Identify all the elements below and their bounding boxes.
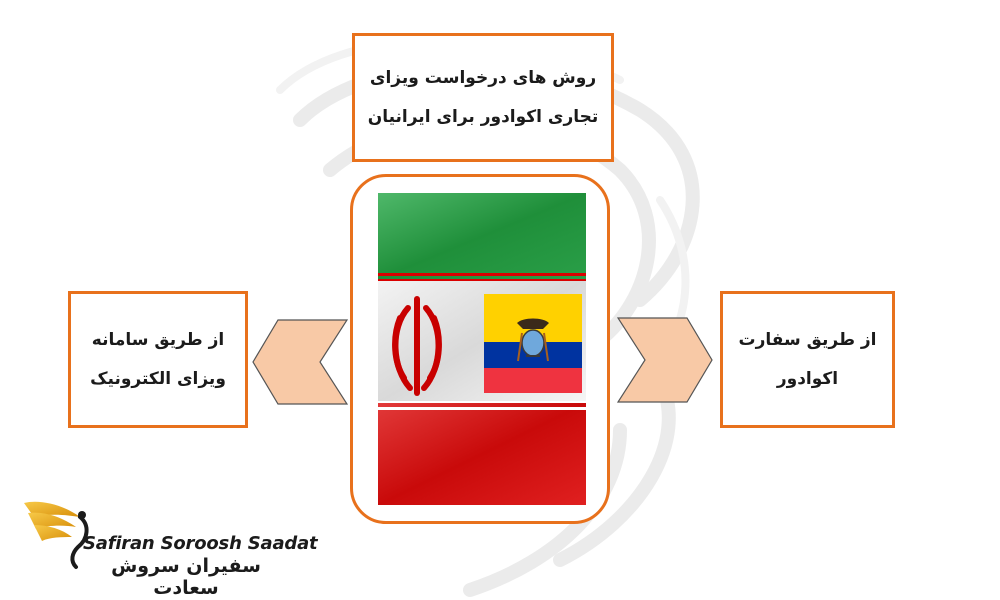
evisa-line-2: ویزای الکترونیک xyxy=(90,368,226,389)
title-line-1: روش های درخواست ویزای xyxy=(369,67,597,88)
iran-red-band xyxy=(378,403,586,505)
option-box-embassy: از طریق سفارت اکوادور xyxy=(720,291,895,428)
left-arrow-icon xyxy=(252,319,348,405)
logo-name-fa: سفیران سروش سعادت xyxy=(111,555,261,599)
iran-emblem-icon xyxy=(392,296,442,396)
right-arrow-icon xyxy=(617,317,713,403)
company-logo-icon xyxy=(24,501,89,569)
logo-name-en: Safiran Soroosh Saadat xyxy=(83,533,318,554)
title-line-2: تجاری اکوادور برای ایرانیان xyxy=(367,106,599,127)
takbir-border-bottom xyxy=(378,401,586,410)
title-box: روش های درخواست ویزای تجاری اکوادور برای… xyxy=(352,33,614,162)
iran-green-band xyxy=(378,193,586,279)
option-box-evisa: از طریق سامانه ویزای الکترونیک xyxy=(68,291,248,428)
iran-ecuador-flags-image xyxy=(378,193,586,505)
evisa-line-1: از طریق سامانه xyxy=(91,329,225,350)
takbir-border-top xyxy=(378,273,586,281)
embassy-line-1: از طریق سفارت xyxy=(738,329,877,350)
ecuador-flag xyxy=(484,294,582,393)
ecuador-coat-of-arms-icon xyxy=(517,318,549,362)
embassy-line-2: اکوادور xyxy=(776,368,839,389)
